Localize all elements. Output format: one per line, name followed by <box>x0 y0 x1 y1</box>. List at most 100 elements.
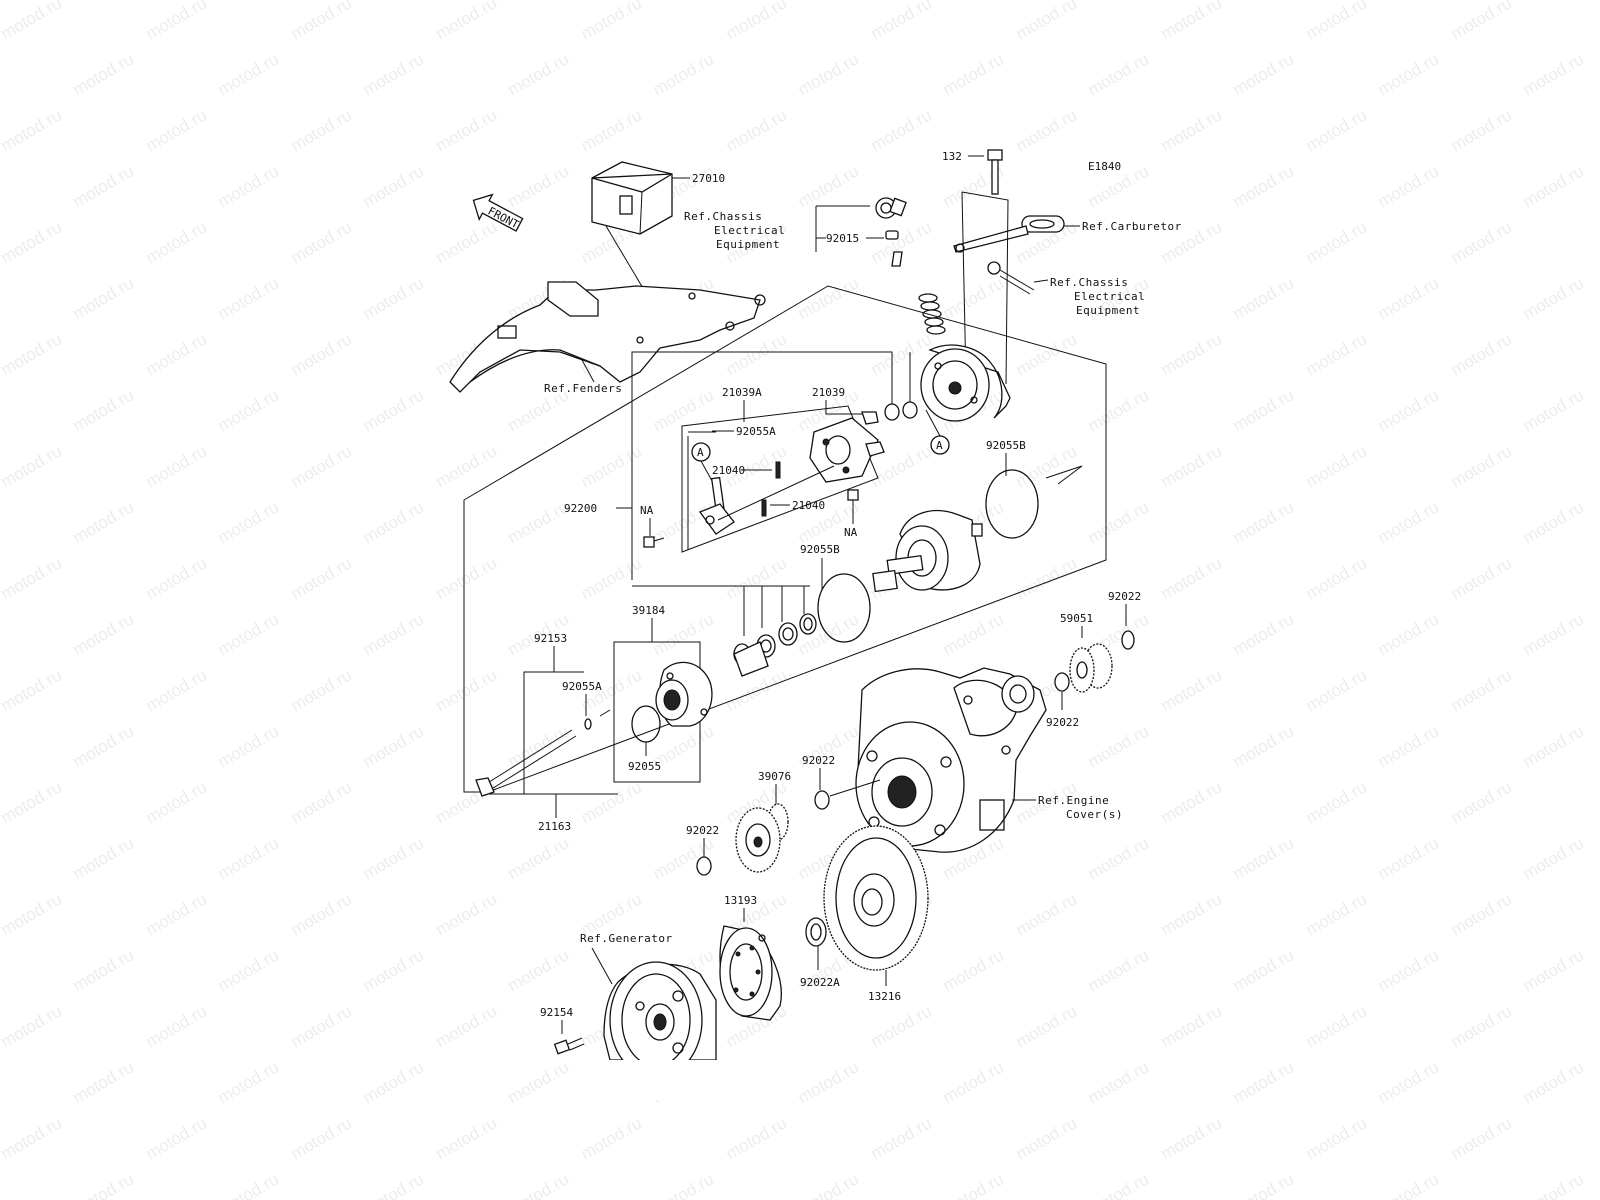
watermark-text: motod.ru <box>1520 161 1588 211</box>
watermark-text: motod.ru <box>215 273 283 323</box>
watermark-text: motod.ru <box>143 441 211 491</box>
watermark-text: motod.ru <box>1520 721 1588 771</box>
callout-a-right-label: A <box>936 439 943 452</box>
watermark-text: motod.ru <box>1085 385 1153 435</box>
watermark-text: motod.ru <box>1448 441 1516 491</box>
ref-chassis-2-line3: Equipment <box>1076 304 1140 317</box>
watermark-text: motod.ru <box>1448 217 1516 267</box>
watermark-text: motod.ru <box>795 49 863 99</box>
watermark-text: motod.ru <box>1085 721 1153 771</box>
watermark-text: motod.ru <box>70 1169 138 1200</box>
washer-stack <box>733 613 817 677</box>
watermark-text: motod.ru <box>578 777 646 827</box>
watermark-text: motod.ru <box>1085 1057 1153 1107</box>
washer <box>884 403 900 421</box>
watermark-text: motod.ru <box>1013 553 1081 603</box>
watermark-text: motod.ru <box>1303 441 1371 491</box>
ref-fenders: Ref.Fenders <box>544 382 622 395</box>
watermark-text: motod.ru <box>215 385 283 435</box>
watermark-text: motod.ru <box>1375 721 1443 771</box>
watermark-text: motod.ru <box>1303 105 1371 155</box>
watermark-text: motod.ru <box>433 553 501 603</box>
watermark-text: motod.ru <box>1158 777 1226 827</box>
watermark-text: motod.ru <box>0 1113 65 1163</box>
watermark-text: motod.ru <box>360 1169 428 1200</box>
watermark-text: motod.ru <box>288 889 356 939</box>
starter-yoke-armature <box>872 510 983 593</box>
watermark-text: motod.ru <box>360 49 428 99</box>
relay-box-27010 <box>591 161 690 235</box>
watermark-text: motod.ru <box>1303 889 1371 939</box>
part-13193: 13193 <box>724 894 757 907</box>
watermark-text: motod.ru <box>143 0 211 43</box>
watermark-text: motod.ru <box>288 553 356 603</box>
watermark-text: motod.ru <box>1448 1113 1516 1163</box>
watermark-text: motod.ru <box>868 1113 936 1163</box>
brush-holder-box <box>681 405 879 553</box>
watermark-text: motod.ru <box>1085 49 1153 99</box>
screw-na-right <box>847 489 859 506</box>
watermark-text: motod.ru <box>70 1057 138 1107</box>
watermark-text: motod.ru <box>288 1001 356 1051</box>
watermark-text: motod.ru <box>1303 217 1371 267</box>
starter-clutch-gear-13216 <box>823 825 929 971</box>
watermark-text: motod.ru <box>360 273 428 323</box>
ref-chassis-2: Ref.Chassis <box>1050 276 1128 289</box>
nut-92015 <box>885 230 899 240</box>
watermark-text: motod.ru <box>0 553 65 603</box>
watermark-text: motod.ru <box>1448 1001 1516 1051</box>
part-132: 132 <box>942 150 962 163</box>
generator-rotor <box>603 961 717 1079</box>
watermark-text: motod.ru <box>578 105 646 155</box>
watermark-text: motod.ru <box>0 777 65 827</box>
watermark-text: motod.ru <box>143 217 211 267</box>
na-right: NA <box>844 526 858 539</box>
watermark-text: motod.ru <box>1085 945 1153 995</box>
watermark-text: motod.ru <box>940 1057 1008 1107</box>
watermark-text: motod.ru <box>723 553 791 603</box>
watermark-text: motod.ru <box>505 161 573 211</box>
watermark-text: motod.ru <box>433 0 501 43</box>
watermark-text: motod.ru <box>70 721 138 771</box>
watermark-text: motod.ru <box>723 1113 791 1163</box>
terminal-clip <box>891 251 903 267</box>
watermark-text: motod.ru <box>143 665 211 715</box>
diagram-code: E1840 <box>1088 160 1121 173</box>
watermark-text: motod.ru <box>1448 777 1516 827</box>
rear-fender <box>449 281 766 393</box>
o-ring-92055A-low <box>584 718 592 730</box>
watermark-text: motod.ru <box>288 0 356 43</box>
watermark-text: motod.ru <box>70 49 138 99</box>
watermark-text: motod.ru <box>215 1169 283 1200</box>
watermark-text: motod.ru <box>0 1001 65 1051</box>
watermark-text: motod.ru <box>215 721 283 771</box>
watermark-text: motod.ru <box>0 441 65 491</box>
watermark-text: motod.ru <box>1230 497 1298 547</box>
brush-holder-plate <box>809 411 885 483</box>
watermark-text: motod.ru <box>650 1169 718 1200</box>
watermark-text: motod.ru <box>1158 105 1226 155</box>
screw-na-left <box>643 536 665 548</box>
watermark-text: motod.ru <box>215 945 283 995</box>
watermark-text: motod.ru <box>288 217 356 267</box>
watermark-text: motod.ru <box>1375 385 1443 435</box>
watermark-text: motod.ru <box>940 945 1008 995</box>
watermark-text: motod.ru <box>433 665 501 715</box>
watermark-text: motod.ru <box>360 721 428 771</box>
part-92015: 92015 <box>826 232 859 245</box>
watermark-text: motod.ru <box>215 1057 283 1107</box>
watermark-text: motod.ru <box>940 609 1008 659</box>
watermark-text: motod.ru <box>1520 273 1588 323</box>
watermark-text: motod.ru <box>215 497 283 547</box>
part-92055B-mid: 92055B <box>800 543 840 556</box>
brush-21040-a <box>775 461 781 479</box>
watermark-text: motod.ru <box>1230 1057 1298 1107</box>
spring-stack <box>918 293 946 335</box>
watermark-text: motod.ru <box>1520 385 1588 435</box>
ref-chassis-1-line2: Electrical <box>714 224 785 237</box>
watermark-text: motod.ru <box>505 49 573 99</box>
front-cover-39184 <box>655 661 713 727</box>
watermark-text: motod.ru <box>433 1001 501 1051</box>
part-92022-a: 92022 <box>1108 590 1141 603</box>
watermark-text: motod.ru <box>360 1057 428 1107</box>
